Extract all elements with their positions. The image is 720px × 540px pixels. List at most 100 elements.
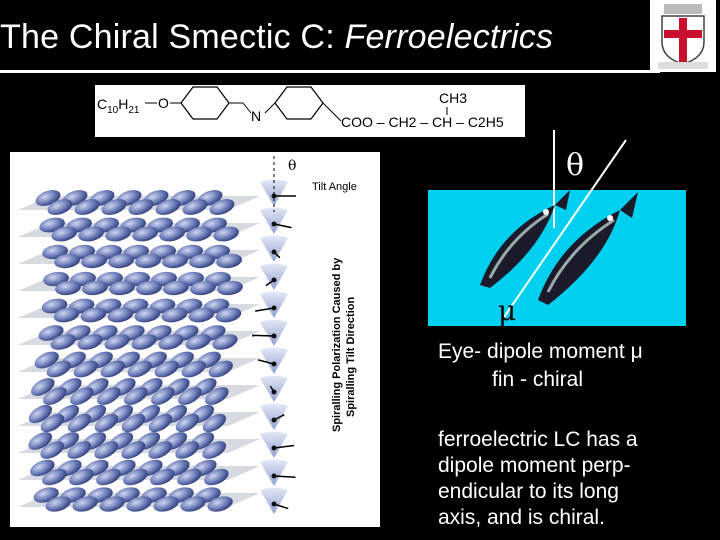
tilt-theta-symbol: θ — [288, 158, 296, 174]
molecule-ellipse — [188, 307, 215, 323]
layer-stack — [18, 190, 260, 512]
molecule-ellipse — [205, 387, 229, 405]
molecule-ellipse — [53, 307, 80, 323]
molecule-ellipse — [162, 253, 189, 269]
molecule-ellipse — [30, 459, 55, 477]
molecule-ellipse — [136, 280, 162, 296]
molecule-ellipse — [178, 387, 202, 405]
molecule-ellipse — [28, 404, 53, 424]
molecule-ellipse — [51, 226, 77, 242]
tilt-cone — [260, 403, 288, 430]
molecule-ellipse — [186, 226, 212, 242]
molecule-ellipse — [208, 360, 233, 378]
tilt-cone — [260, 375, 288, 402]
molecule-ellipse — [161, 307, 188, 323]
molecule-ellipse — [128, 199, 154, 215]
molecule-ellipse — [43, 387, 67, 405]
molecule-dot — [271, 473, 277, 479]
molecule-ellipse — [148, 413, 173, 433]
molecule-ellipse — [207, 496, 233, 512]
molecule-ellipse — [190, 280, 216, 296]
molecule-dot — [271, 445, 277, 451]
molecule-ellipse — [217, 280, 243, 296]
polarization-arrow — [273, 475, 296, 479]
molecule-ellipse — [101, 199, 127, 215]
molecule-dot — [271, 193, 277, 199]
benzene-ring-1 — [180, 86, 230, 120]
fish-right — [538, 192, 638, 305]
molecule-ellipse — [81, 253, 108, 269]
molecule-ellipse — [204, 468, 229, 486]
molecule-ellipse — [107, 307, 134, 323]
cone-column — [252, 156, 296, 514]
title-main: The Chiral Smectic C: — [0, 18, 345, 56]
molecule-ellipse — [158, 334, 184, 350]
molecule-ellipse — [181, 360, 206, 378]
molecule-ellipse — [216, 253, 243, 269]
paragraph-line: dipole moment perp- — [438, 454, 631, 477]
paragraph-line: ferroelectric LC has a — [438, 428, 638, 451]
molecule-ellipse — [74, 199, 100, 215]
molecule-dot — [271, 221, 277, 227]
tilt-cone — [260, 207, 288, 234]
tilt-cone — [260, 235, 288, 262]
molecule-ellipse — [50, 334, 76, 350]
vertical-label-1: Spiralling Polarization Caused by — [331, 257, 343, 432]
molecule-ellipse — [70, 387, 94, 405]
theta-symbol: θ — [566, 148, 585, 183]
molecule-ellipse — [94, 413, 119, 433]
molecule-dot — [271, 333, 277, 339]
fish-diagram-box — [428, 190, 686, 326]
description-paragraph: ferroelectric LC has a dipole moment per… — [438, 427, 708, 531]
benzene-ring-2 — [274, 86, 324, 120]
molecule-ellipse — [72, 496, 98, 512]
molecule-ellipse — [99, 496, 125, 512]
polarization-arrow — [273, 444, 295, 449]
molecule-ellipse — [163, 280, 189, 296]
tilt-cone — [260, 263, 288, 290]
molecule-ellipse — [46, 360, 71, 378]
fish-left — [480, 190, 570, 288]
molecule-ellipse — [31, 378, 55, 396]
molecule-ellipse — [40, 441, 65, 459]
tilt-cone — [260, 459, 288, 486]
molecule-ellipse — [109, 280, 135, 296]
polarization-arrow — [252, 334, 275, 337]
molecule-ellipse — [148, 441, 173, 459]
title-italic: Ferroelectrics — [344, 18, 554, 56]
molecule-ellipse — [121, 441, 146, 459]
university-logo — [650, 0, 716, 72]
molecule-ellipse — [175, 441, 200, 459]
tilted-axis-line — [501, 139, 627, 321]
molecule-ellipse — [67, 413, 92, 433]
molecule-dot — [271, 389, 277, 395]
molecule-ellipse — [182, 199, 208, 215]
paragraph-line: axis, and is chiral. — [438, 506, 605, 529]
molecule-ellipse — [153, 496, 179, 512]
label-ch3: CH3 — [439, 90, 467, 106]
molecule-ellipse — [104, 334, 130, 350]
tilt-cone — [260, 487, 288, 514]
molecule-ellipse — [100, 360, 125, 378]
molecule-ellipse — [42, 468, 67, 486]
polarization-arrow — [273, 223, 292, 229]
label-c10h21: C10H21 — [97, 96, 140, 116]
molecule-ellipse — [67, 441, 92, 459]
smectic-layers-figure: θ Tilt Angle Spiralling Polarization Cau… — [10, 152, 380, 527]
molecule-ellipse — [131, 334, 157, 350]
molecule-ellipse — [127, 360, 152, 378]
tilt-angle-label: Tilt Angle — [312, 181, 357, 193]
molecule-ellipse — [80, 307, 107, 323]
molecule-ellipse — [45, 496, 71, 512]
molecule-ellipse — [215, 307, 242, 323]
molecule-ellipse — [209, 199, 235, 215]
molecule-ellipse — [189, 253, 216, 269]
tilt-cone — [260, 347, 288, 374]
vertical-label-2: Spiralling Tilt Direction — [345, 297, 357, 417]
molecule-ellipse — [34, 351, 59, 369]
fin-chiral-text: fin - chiral — [492, 368, 584, 391]
molecule-ellipse — [77, 334, 103, 350]
molecule-ellipse — [126, 496, 152, 512]
molecule-ellipse — [202, 441, 227, 459]
molecule-ellipse — [212, 334, 238, 350]
